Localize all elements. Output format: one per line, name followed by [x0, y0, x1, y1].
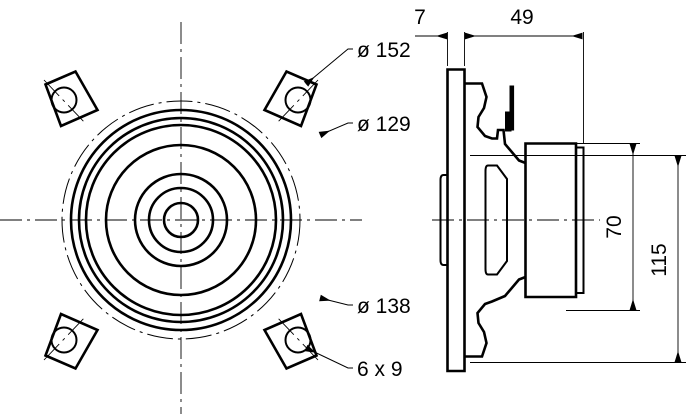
mounting-hole-tr-centerline [275, 79, 319, 125]
callout-6x9: 6 x 9 [304, 344, 403, 381]
callout-152: ø 152 [303, 39, 411, 87]
mounting-tab-top-left [43, 69, 100, 128]
bolt-circle-152 [61, 100, 301, 340]
vertical-dimensions: 70 115 [470, 143, 686, 363]
label-diameter-138: ø 138 [357, 295, 411, 318]
cone-section-cutout [484, 164, 508, 276]
mounting-hole-bottom-left [50, 326, 78, 354]
magnet-back-plate [576, 146, 585, 294]
dim-label-70: 70 [603, 215, 626, 238]
mounting-tab-bottom-left [43, 312, 100, 371]
mounting-flange-plate [446, 68, 466, 373]
voice-coil-ring [147, 186, 215, 254]
mounting-hole-top-left [50, 86, 78, 114]
dustcap-ring [162, 201, 200, 239]
terminal-post [509, 85, 515, 131]
dim-label-7: 7 [414, 6, 426, 29]
surround-outer-ring-129 [84, 123, 278, 317]
label-diameter-129: ø 129 [357, 113, 411, 136]
callout-138: ø 138 [319, 294, 411, 318]
frame-outer-ring-138 [69, 108, 293, 332]
label-holes-6x9: 6 x 9 [357, 358, 403, 381]
basket-lower-profile [464, 275, 526, 358]
mounting-hole-top-right [284, 86, 312, 114]
cone-outer-ring [104, 143, 258, 297]
front-view [0, 22, 362, 414]
mounting-hole-bl-centerline [43, 315, 87, 361]
flange-lip-left [439, 174, 448, 266]
label-diameter-152: ø 152 [357, 39, 411, 62]
mounting-hole-bottom-right [284, 326, 312, 354]
side-view [432, 68, 600, 373]
terminal-tab [505, 111, 512, 132]
mounting-hole-tl-centerline [43, 79, 87, 125]
horizontal-dimensions: 7 49 [414, 6, 584, 144]
cone-mid-ring [133, 172, 229, 268]
callout-129: ø 129 [318, 113, 411, 139]
frame-inner-ring [77, 116, 285, 324]
basket-upper-profile [464, 82, 526, 165]
dim-label-115: 115 [648, 243, 671, 276]
callout-group: ø 152 ø 129 ø 138 6 x 9 [303, 39, 411, 381]
dim-label-49: 49 [510, 6, 533, 29]
mounting-tab-bottom-right [262, 312, 319, 371]
mounting-tab-top-right [262, 69, 319, 128]
